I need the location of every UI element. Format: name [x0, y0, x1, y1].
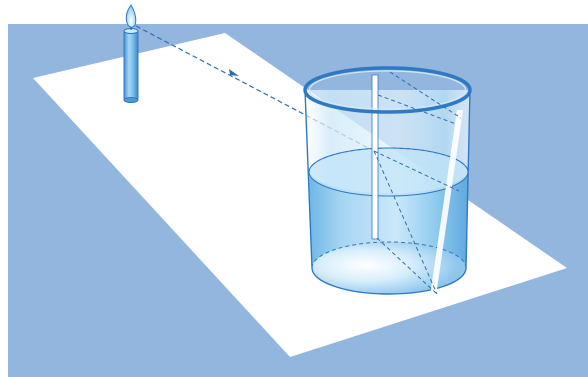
back-marker-strip [372, 75, 378, 239]
beaker-icon [305, 68, 470, 296]
candle-icon [124, 24, 138, 103]
